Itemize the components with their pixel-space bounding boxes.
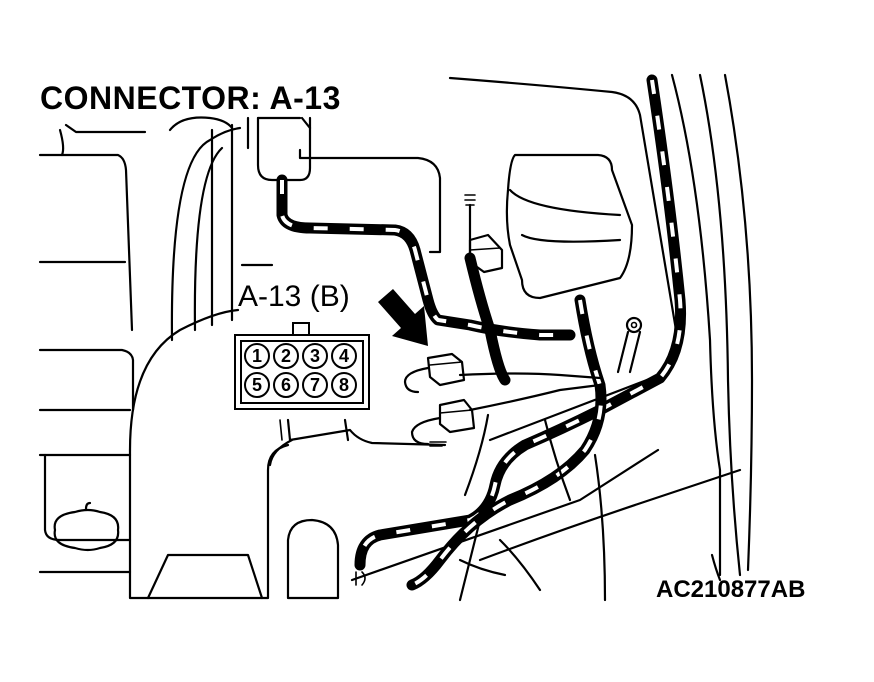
connector-pin-6: 6 [273, 372, 299, 398]
connector-body-icon [403, 352, 466, 394]
connector-pin-5: 5 [244, 372, 270, 398]
harness-connectors [403, 233, 504, 447]
fender-panel [350, 73, 754, 582]
misc-marks [355, 571, 366, 586]
arrow-pointer-icon [378, 289, 428, 346]
figure-code: AC210877AB [656, 576, 806, 603]
body-panel-left [38, 123, 147, 574]
fuse-post [286, 518, 340, 600]
ground-terminal-icon [616, 316, 643, 374]
connector-label: A-13 (B) [238, 280, 350, 313]
relay-box [505, 153, 634, 300]
connector-body-icon [410, 398, 476, 447]
mount-bracket [279, 418, 447, 447]
intake-duct [168, 116, 242, 342]
connector-latch-icon [292, 322, 310, 334]
connector-body-icon [468, 233, 504, 274]
connector-pin-4: 4 [331, 343, 357, 369]
connector-face-inner [240, 340, 364, 404]
wire-harness [276, 74, 687, 591]
connector-pin-7: 7 [302, 372, 328, 398]
connector-pin-3: 3 [302, 343, 328, 369]
thin-wires [458, 372, 607, 602]
page-title: CONNECTOR: A-13 [40, 80, 341, 116]
air-duct-elbow [128, 308, 294, 600]
filler-cap [53, 501, 120, 552]
connector-pin-1: 1 [244, 343, 270, 369]
connector-pin-2: 2 [273, 343, 299, 369]
connector-pin-8: 8 [331, 372, 357, 398]
